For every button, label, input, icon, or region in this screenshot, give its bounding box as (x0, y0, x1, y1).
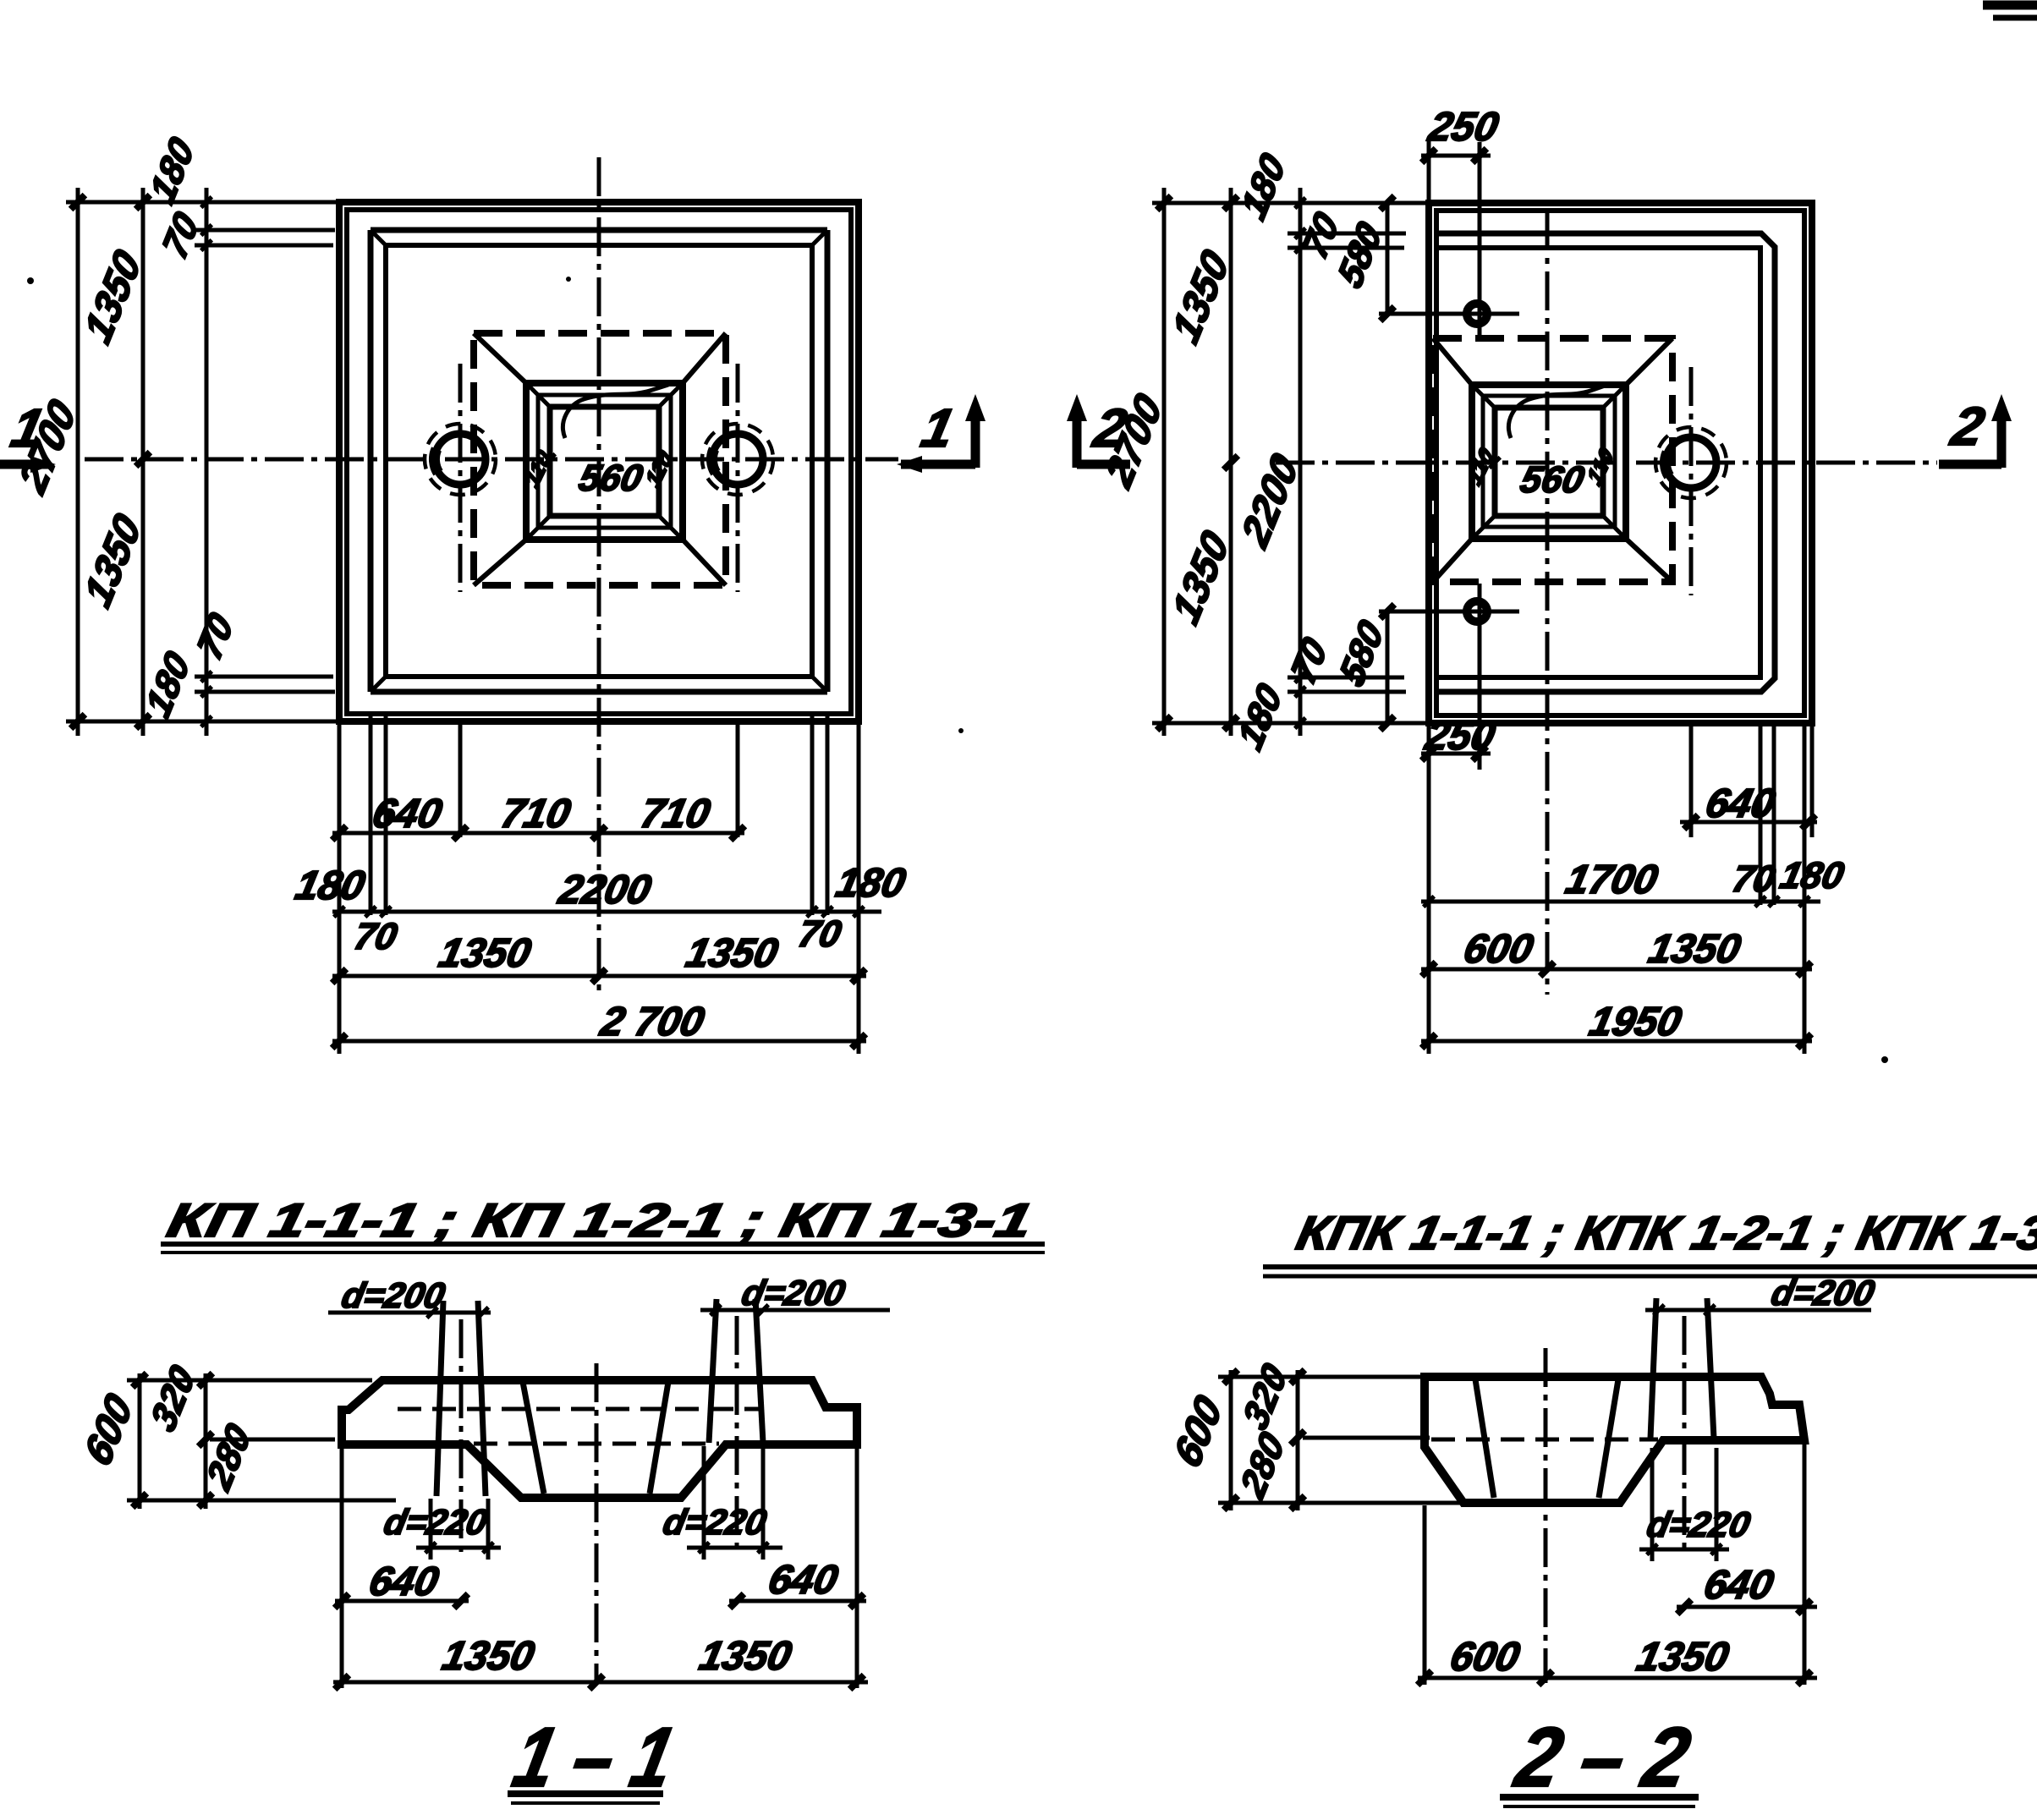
svg-text:180: 180 (832, 860, 909, 905)
svg-text:250: 250 (1421, 713, 1499, 758)
svg-text:1 – 1: 1 – 1 (506, 1710, 683, 1805)
svg-text:180: 180 (144, 130, 202, 211)
svg-text:2200: 2200 (554, 867, 655, 912)
svg-text:1350: 1350 (77, 242, 149, 352)
svg-text:1350: 1350 (695, 1633, 795, 1678)
svg-text:1350: 1350 (77, 506, 149, 616)
svg-text:640: 640 (765, 1557, 842, 1602)
svg-text:640: 640 (365, 1559, 442, 1603)
svg-text:580: 580 (1333, 613, 1392, 694)
svg-text:1350: 1350 (1165, 523, 1237, 633)
svg-text:70: 70 (1284, 630, 1334, 692)
svg-text:1350: 1350 (682, 930, 782, 975)
svg-text:180: 180 (1232, 677, 1290, 758)
svg-text:560: 560 (1517, 459, 1588, 500)
svg-text:d=200: d=200 (338, 1275, 449, 1314)
svg-text:1350: 1350 (1644, 926, 1744, 971)
svg-text:280: 280 (200, 1417, 258, 1499)
svg-text:70: 70 (350, 916, 400, 957)
svg-text:КПК 1-1-1 ; КПК 1-2-1 ; КПК 1-: КПК 1-1-1 ; КПК 1-2-1 ; КПК 1-3-1 (1292, 1207, 2037, 1259)
svg-text:70: 70 (794, 913, 844, 954)
svg-text:600: 600 (77, 1386, 140, 1475)
svg-text:600: 600 (1460, 926, 1537, 971)
svg-text:640: 640 (1700, 1562, 1777, 1607)
svg-text:600: 600 (1447, 1634, 1524, 1679)
svg-text:2: 2 (1945, 396, 1990, 457)
svg-text:1350: 1350 (435, 930, 535, 975)
svg-text:70: 70 (156, 205, 206, 266)
svg-text:d=200: d=200 (738, 1273, 849, 1312)
svg-text:d=220: d=220 (381, 1502, 491, 1541)
svg-text:КП 1-1-1 ; КП 1-2-1 ; КП 1-3-1: КП 1-1-1 ; КП 1-2-1 ; КП 1-3-1 (162, 1194, 1036, 1247)
svg-text:1350: 1350 (438, 1633, 538, 1678)
svg-text:250: 250 (1425, 104, 1502, 149)
svg-text:710: 710 (497, 791, 574, 836)
svg-text:2 – 2: 2 – 2 (1507, 1710, 1699, 1805)
svg-text:1: 1 (916, 397, 959, 458)
svg-text:70: 70 (1728, 858, 1778, 899)
svg-text:560: 560 (575, 458, 646, 498)
svg-text:180: 180 (292, 863, 369, 907)
svg-text:640: 640 (1702, 781, 1779, 825)
svg-text:280: 280 (1233, 1425, 1292, 1507)
svg-text:1350: 1350 (1165, 242, 1237, 352)
svg-text:710: 710 (637, 791, 714, 836)
svg-text:1950: 1950 (1585, 999, 1685, 1044)
svg-text:2 700: 2 700 (596, 999, 708, 1044)
svg-text:1350: 1350 (1633, 1634, 1732, 1679)
svg-text:600: 600 (1167, 1388, 1230, 1477)
svg-text:70: 70 (190, 606, 240, 667)
svg-text:d=220: d=220 (1644, 1505, 1754, 1543)
svg-text:640: 640 (369, 791, 446, 836)
svg-text:d=200: d=200 (1768, 1273, 1879, 1312)
svg-text:1700: 1700 (1562, 857, 1661, 902)
svg-text:d=220: d=220 (660, 1502, 771, 1541)
svg-text:320: 320 (145, 1358, 203, 1439)
svg-text:320: 320 (1237, 1357, 1295, 1438)
svg-text:180: 180 (1776, 855, 1848, 896)
svg-text:180: 180 (1235, 146, 1293, 228)
